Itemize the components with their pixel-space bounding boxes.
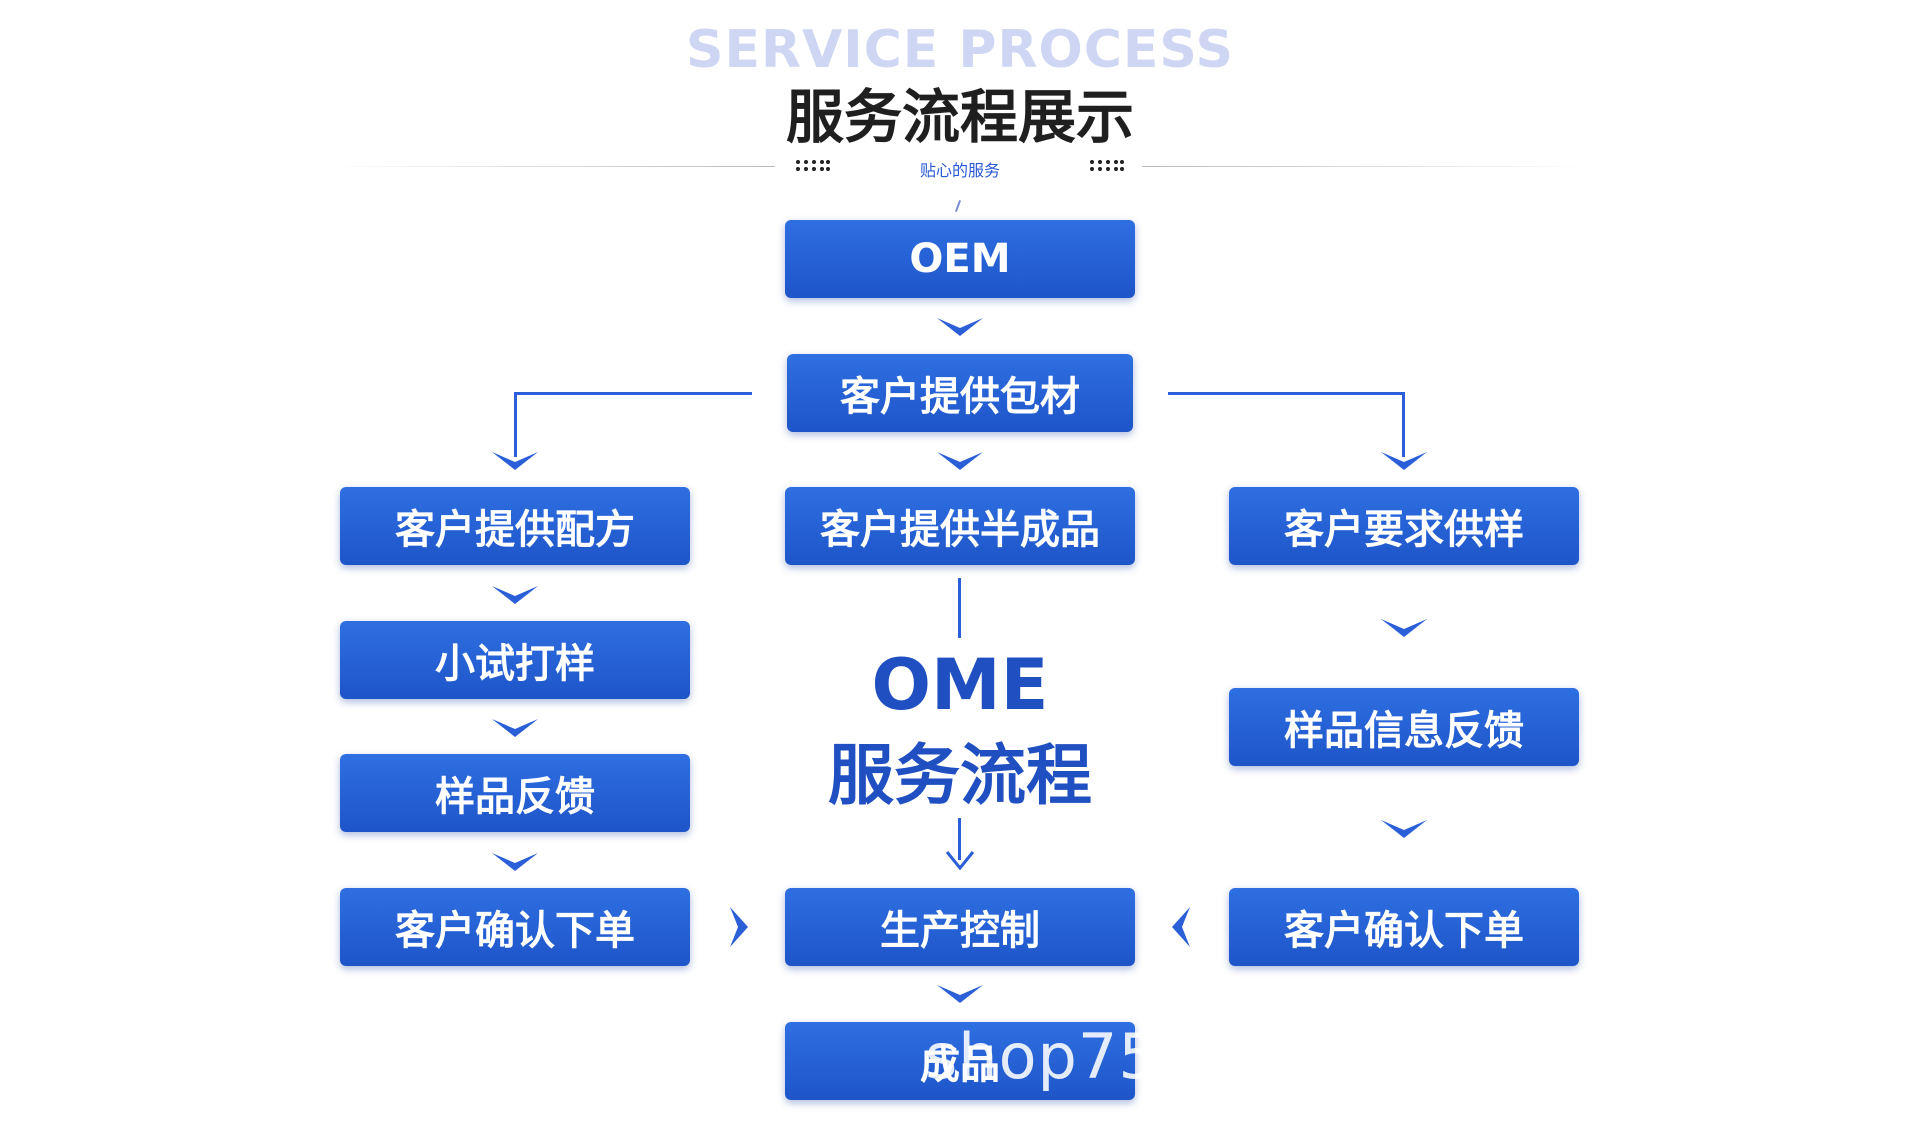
arrow-down-icon	[935, 848, 985, 872]
branch-line-left	[514, 392, 752, 395]
box-sample-feedback: 样品反馈	[340, 754, 690, 832]
dots-icon	[1090, 158, 1124, 174]
chevron-down-icon	[935, 316, 985, 340]
branch-line-right-down	[1402, 392, 1405, 457]
tick-mark	[955, 200, 961, 212]
header-watermark: SERVICE PROCESS	[686, 20, 1234, 80]
box-confirm-order-left: 客户确认下单	[340, 888, 690, 966]
box-sample-info-feedback: 样品信息反馈	[1229, 688, 1579, 766]
chevron-down-icon	[490, 717, 540, 741]
divider-left	[330, 166, 775, 167]
chevron-down-icon	[935, 450, 985, 474]
chevron-left-icon	[1170, 905, 1192, 949]
chevron-down-icon	[490, 450, 540, 474]
dots-icon	[796, 158, 830, 174]
box-confirm-order-right: 客户确认下单	[1229, 888, 1579, 966]
page-subtitle: 贴心的服务	[919, 161, 1000, 180]
chevron-down-icon	[1379, 818, 1429, 842]
box-provide-semi-finished: 客户提供半成品	[785, 487, 1135, 565]
chevron-down-icon	[490, 851, 540, 875]
box-production-control: 生产控制	[785, 888, 1135, 966]
center-title-ome: OME	[871, 644, 1049, 726]
chevron-down-icon	[935, 983, 985, 1007]
box-provide-packaging: 客户提供包材	[787, 354, 1133, 432]
branch-line-right	[1168, 392, 1405, 395]
box-provide-formula: 客户提供配方	[340, 487, 690, 565]
page-title: 服务流程展示	[785, 83, 1134, 151]
divider-right	[1142, 166, 1587, 167]
box-oem: OEM	[785, 220, 1135, 298]
center-title-process: 服务流程	[828, 737, 1092, 814]
box-finished-product: 成品	[785, 1022, 1135, 1100]
box-request-sample: 客户要求供样	[1229, 487, 1579, 565]
box-trial-sample: 小试打样	[340, 621, 690, 699]
chevron-down-icon	[1379, 450, 1429, 474]
shop-watermark: shop75	[925, 1020, 1159, 1093]
branch-line-left-down	[514, 392, 517, 457]
chevron-down-icon	[490, 584, 540, 608]
chevron-right-icon	[728, 905, 750, 949]
center-line-bottom	[958, 818, 961, 860]
center-line-top	[958, 578, 961, 638]
chevron-down-icon	[1379, 617, 1429, 641]
